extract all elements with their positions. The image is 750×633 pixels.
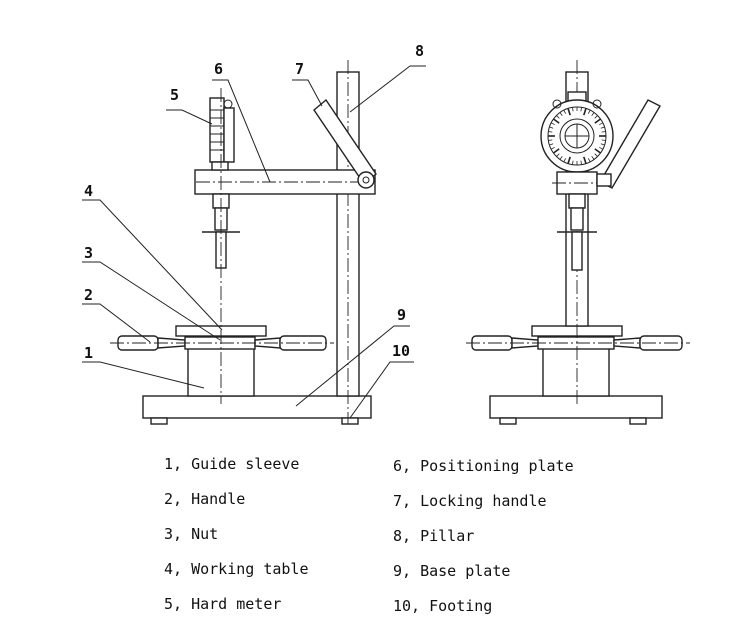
legend-item: 4, Working table	[164, 560, 309, 578]
svg-text:2: 2	[84, 286, 93, 304]
dial-tick	[549, 143, 554, 146]
dial-ticks	[548, 107, 606, 165]
dial-tick	[594, 118, 601, 124]
locking-handle	[313, 98, 377, 189]
dial-tick	[548, 139, 553, 141]
dial-tick	[551, 122, 555, 126]
dial-tick	[572, 107, 574, 112]
dial-tick	[559, 112, 563, 117]
dial-tick	[594, 115, 598, 119]
svg-text:4: 4	[84, 182, 93, 200]
callout-7: 7	[292, 60, 323, 107]
dial-tick	[591, 112, 595, 117]
svg-text:3: 3	[84, 244, 93, 262]
dial-tick	[548, 131, 553, 133]
svg-text:6: 6	[214, 60, 223, 78]
legend-item: 10, Footing	[393, 597, 492, 615]
front-base-plate	[489, 395, 663, 419]
dial-tick	[587, 158, 591, 162]
dial-tick	[580, 160, 582, 165]
legend-item: 5, Hard meter	[164, 595, 281, 613]
legend-item: 7, Locking handle	[393, 492, 547, 510]
svg-text:1: 1	[84, 344, 93, 362]
svg-text:10: 10	[392, 342, 410, 360]
front-locking-handle	[596, 99, 661, 189]
dial-tick	[559, 155, 563, 160]
callout-8: 8	[349, 42, 426, 113]
legend-item: 8, Pillar	[393, 527, 474, 545]
dial-tick	[594, 148, 601, 154]
dial-tick	[601, 139, 606, 141]
callout-5: 5	[166, 86, 213, 125]
front-view	[466, 60, 690, 425]
base-plate	[142, 395, 372, 419]
dial-tick	[556, 153, 560, 157]
dial-tick	[583, 108, 587, 116]
hard-meter	[209, 97, 235, 171]
legend-item: 9, Base plate	[393, 562, 510, 580]
legend-item: 2, Handle	[164, 490, 245, 508]
front-guide-sleeve	[542, 345, 610, 397]
dial-tick	[563, 110, 567, 114]
front-footing-left	[499, 417, 517, 425]
callout-10: 10	[349, 342, 414, 419]
legend-item: 6, Positioning plate	[393, 457, 574, 475]
callout-2: 2	[82, 286, 151, 343]
dial-tick	[567, 156, 571, 164]
dial-tick	[600, 143, 605, 146]
footing-right	[341, 417, 359, 425]
dial-tick	[583, 156, 587, 164]
legend: 1, Guide sleeve 2, Handle 3, Nut 4, Work…	[164, 455, 574, 615]
dial-tick	[551, 146, 555, 150]
dial-tick	[594, 153, 598, 157]
dial-tick	[601, 131, 606, 133]
front-dial-gauge	[540, 91, 614, 173]
side-view: 1 2 3 4 5 6 7 8	[82, 42, 426, 425]
callout-6: 6	[212, 60, 271, 183]
dial-tick	[591, 155, 595, 160]
svg-text:8: 8	[415, 42, 424, 60]
dial-tick	[572, 160, 574, 165]
dial-tick	[563, 158, 567, 162]
dial-tick	[553, 118, 560, 124]
dial-tick	[600, 126, 605, 129]
callout-9: 9	[295, 306, 410, 407]
svg-text:5: 5	[170, 86, 179, 104]
dial-tick	[599, 146, 603, 150]
dial-tick	[567, 108, 571, 116]
dial-tick	[599, 122, 603, 126]
dial-tick	[553, 148, 560, 154]
legend-item: 1, Guide sleeve	[164, 455, 299, 473]
front-indenter	[557, 193, 597, 271]
callout-4: 4	[82, 182, 223, 331]
svg-text:7: 7	[295, 60, 304, 78]
front-footing-right	[629, 417, 647, 425]
dial-tick	[580, 107, 582, 112]
legend-item: 3, Nut	[164, 525, 218, 543]
callout-1: 1	[82, 344, 205, 389]
dial-tick	[587, 110, 591, 114]
svg-text:9: 9	[397, 306, 406, 324]
callout-3: 3	[82, 244, 221, 341]
dial-tick	[556, 115, 560, 119]
footing-left	[150, 417, 168, 425]
dial-tick	[549, 126, 554, 129]
